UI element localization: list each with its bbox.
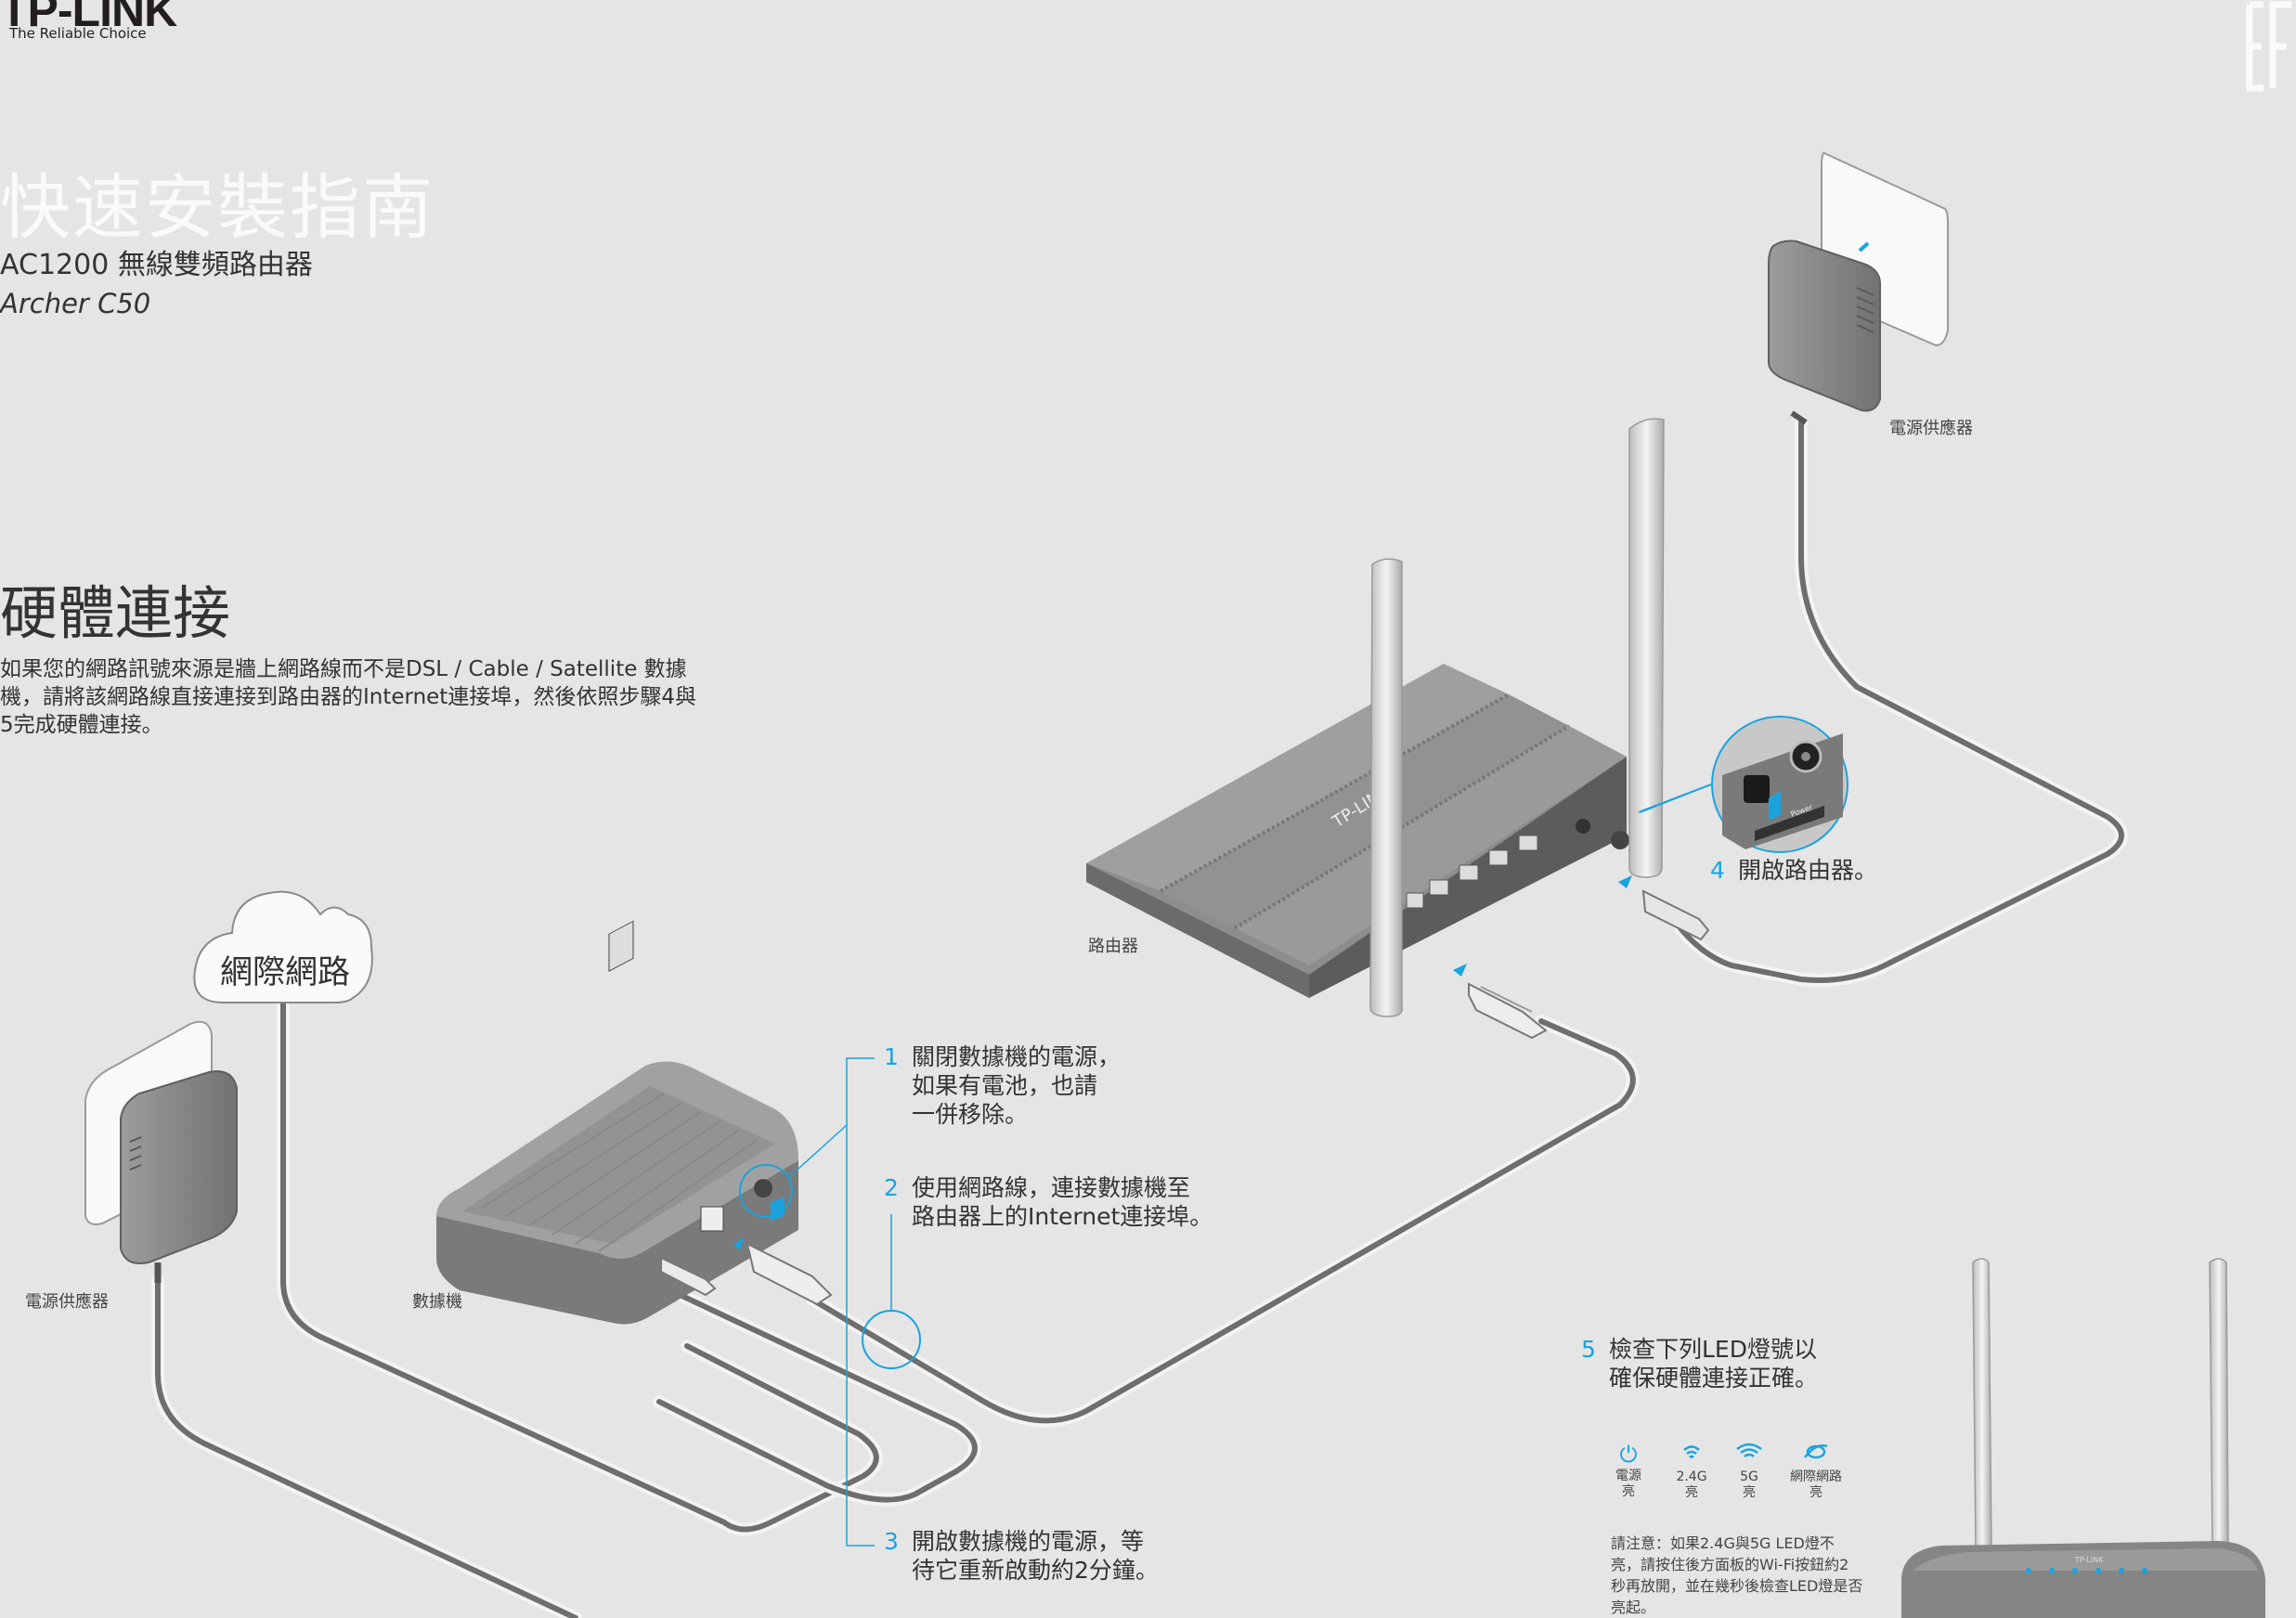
wifi-icon — [1730, 1441, 1769, 1469]
power-icon: ⏻ — [1619, 1442, 1638, 1468]
led-2-4g: 2.4G 亮 — [1672, 1441, 1711, 1501]
cables — [151, 416, 2128, 1618]
led-name: 網際網路 — [1790, 1469, 1842, 1484]
right-power-cable — [1674, 416, 2128, 987]
wifi-icon — [1672, 1441, 1711, 1469]
step-5: 5 檢查下列LED燈號以 確保硬體連接正確。 — [1581, 1335, 1818, 1392]
page-title: 快速安裝指南 — [0, 166, 435, 249]
modem-illustration — [436, 920, 921, 1369]
router-antenna-right — [1628, 418, 1665, 878]
right-adapter-label: 電源供應器 — [1889, 419, 1973, 438]
led-note: 請注意：如果2.4G與5G LED燈不亮，請按住後方面板的Wi-Fi按鈕約2秒再… — [1611, 1534, 1863, 1616]
step-3: 3 開啟數據機的電源，等 待它重新啟動約2分鐘。 — [884, 1527, 1159, 1585]
led-power: ⏻ 電源 亮 — [1609, 1441, 1648, 1500]
step-text: 關閉數據機的電源， 如果有電池，也請 一併移除。 — [912, 1043, 1122, 1128]
right-power-adapter — [1768, 151, 1949, 425]
led-state: 亮 — [1810, 1485, 1823, 1500]
led-5g: 5G 亮 — [1730, 1441, 1769, 1501]
led-state: 亮 — [1622, 1484, 1635, 1499]
internet-cloud — [193, 890, 373, 1003]
led-name: 2.4G — [1676, 1469, 1707, 1484]
internet-icon — [1787, 1441, 1845, 1469]
internet-label: 網際網路 — [220, 954, 351, 991]
router-antenna-left — [1369, 558, 1403, 1017]
step-text: 使用網路線，連接數據機至 路由器上的Internet連接埠。 — [912, 1174, 1213, 1230]
led-name: 5G — [1740, 1469, 1758, 1484]
step-text: 開啟路由器。 — [1738, 857, 1878, 884]
step-number: 2 — [884, 1174, 899, 1201]
section-title: 硬體連接 — [0, 579, 231, 647]
step-text: 檢查下列LED燈號以 確保硬體連接正確。 — [1609, 1336, 1819, 1391]
brand-tagline: The Reliable Choice — [9, 25, 147, 42]
router-power-zoom: Power — [1638, 716, 1848, 853]
step-number: 1 — [884, 1043, 899, 1070]
step-1: 1 關閉數據機的電源， 如果有電池，也請 一併移除。 — [884, 1042, 1121, 1129]
led-internet: 網際網路 亮 — [1787, 1441, 1845, 1501]
brand-logo: TP-LINK — [0, 0, 177, 36]
corner-logo-icon — [2246, 1, 2291, 92]
led-state: 亮 — [1743, 1485, 1756, 1500]
product-model: Archer C50 — [0, 288, 151, 319]
step-callout-lines — [788, 783, 1712, 1547]
step-2: 2 使用網路線，連接數據機至 路由器上的Internet連接埠。 — [884, 1173, 1213, 1231]
modem-label: 數據機 — [412, 1292, 462, 1312]
led-name: 電源 — [1615, 1469, 1641, 1483]
led-state: 亮 — [1685, 1485, 1698, 1500]
svg-text:TP-LINK: TP-LINK — [2074, 1556, 2104, 1564]
router-illustration: TP-LINK — [1086, 418, 1710, 1040]
router-front-view: TP-LINK — [1901, 1258, 2265, 1618]
left-adapter-label: 電源供應器 — [25, 1292, 109, 1312]
step-number: 5 — [1581, 1336, 1596, 1363]
router-label: 路由器 — [1088, 937, 1138, 956]
step-text: 開啟數據機的電源，等 待它重新啟動約2分鐘。 — [912, 1528, 1159, 1584]
step-number: 3 — [884, 1528, 899, 1555]
step-4: 4 開啟路由器。 — [1710, 856, 1877, 885]
product-subtitle: AC1200 無線雙頻路由器 — [0, 249, 313, 281]
section-intro: 如果您的網路訊號來源是牆上網路線而不是DSL / Cable / Satelli… — [0, 657, 696, 737]
step-number: 4 — [1710, 857, 1725, 884]
modem-power-cable — [634, 1270, 981, 1507]
left-power-adapter — [84, 1020, 238, 1283]
